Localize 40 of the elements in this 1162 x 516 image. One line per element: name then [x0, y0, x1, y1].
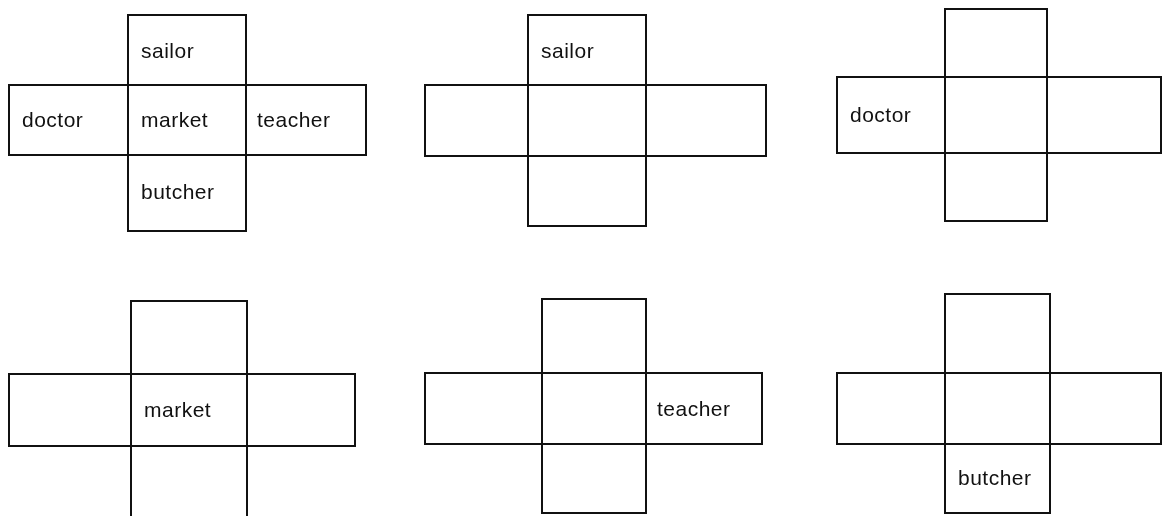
grid-cell	[527, 14, 647, 86]
grid-cell	[944, 443, 1051, 514]
grid-cell	[944, 152, 1048, 222]
grid-cell	[944, 293, 1051, 374]
grid-cell	[541, 443, 647, 514]
cell-text: teacher	[257, 108, 331, 132]
grid-cell	[127, 14, 247, 86]
grid-cell	[944, 76, 1048, 154]
grid-cell	[424, 84, 529, 157]
grid-cell	[836, 372, 946, 445]
grid-cell	[645, 84, 767, 157]
grid-cell	[245, 84, 367, 156]
grid-cell	[645, 372, 763, 445]
grid-cell	[424, 372, 543, 445]
grid-cell	[944, 8, 1048, 78]
cell-text: sailor	[541, 39, 595, 63]
cell-text: market	[144, 398, 212, 422]
cell-text: market	[141, 108, 209, 132]
grid-cell	[130, 300, 248, 375]
grid-cell	[127, 84, 247, 156]
grid-cell	[944, 372, 1051, 445]
grid-cell	[527, 84, 647, 157]
cell-text: teacher	[657, 396, 731, 421]
grid-cell	[527, 155, 647, 227]
grid-cell	[127, 154, 247, 232]
grid-cell	[1046, 76, 1162, 154]
grid-cell	[1049, 372, 1162, 445]
grid-cell	[8, 373, 132, 447]
grid-cell	[8, 84, 129, 156]
cell-text: doctor	[850, 103, 912, 127]
grid-cell	[836, 76, 946, 154]
grid-cell	[130, 445, 248, 516]
cell-text: sailor	[141, 39, 195, 63]
grid-cell	[541, 372, 647, 445]
grid-cell	[130, 373, 248, 447]
cell-text: butcher	[141, 180, 215, 204]
grid-cell	[541, 298, 647, 374]
grid-cell	[246, 373, 356, 447]
cell-text: doctor	[22, 108, 84, 132]
cell-text: butcher	[958, 465, 1032, 490]
